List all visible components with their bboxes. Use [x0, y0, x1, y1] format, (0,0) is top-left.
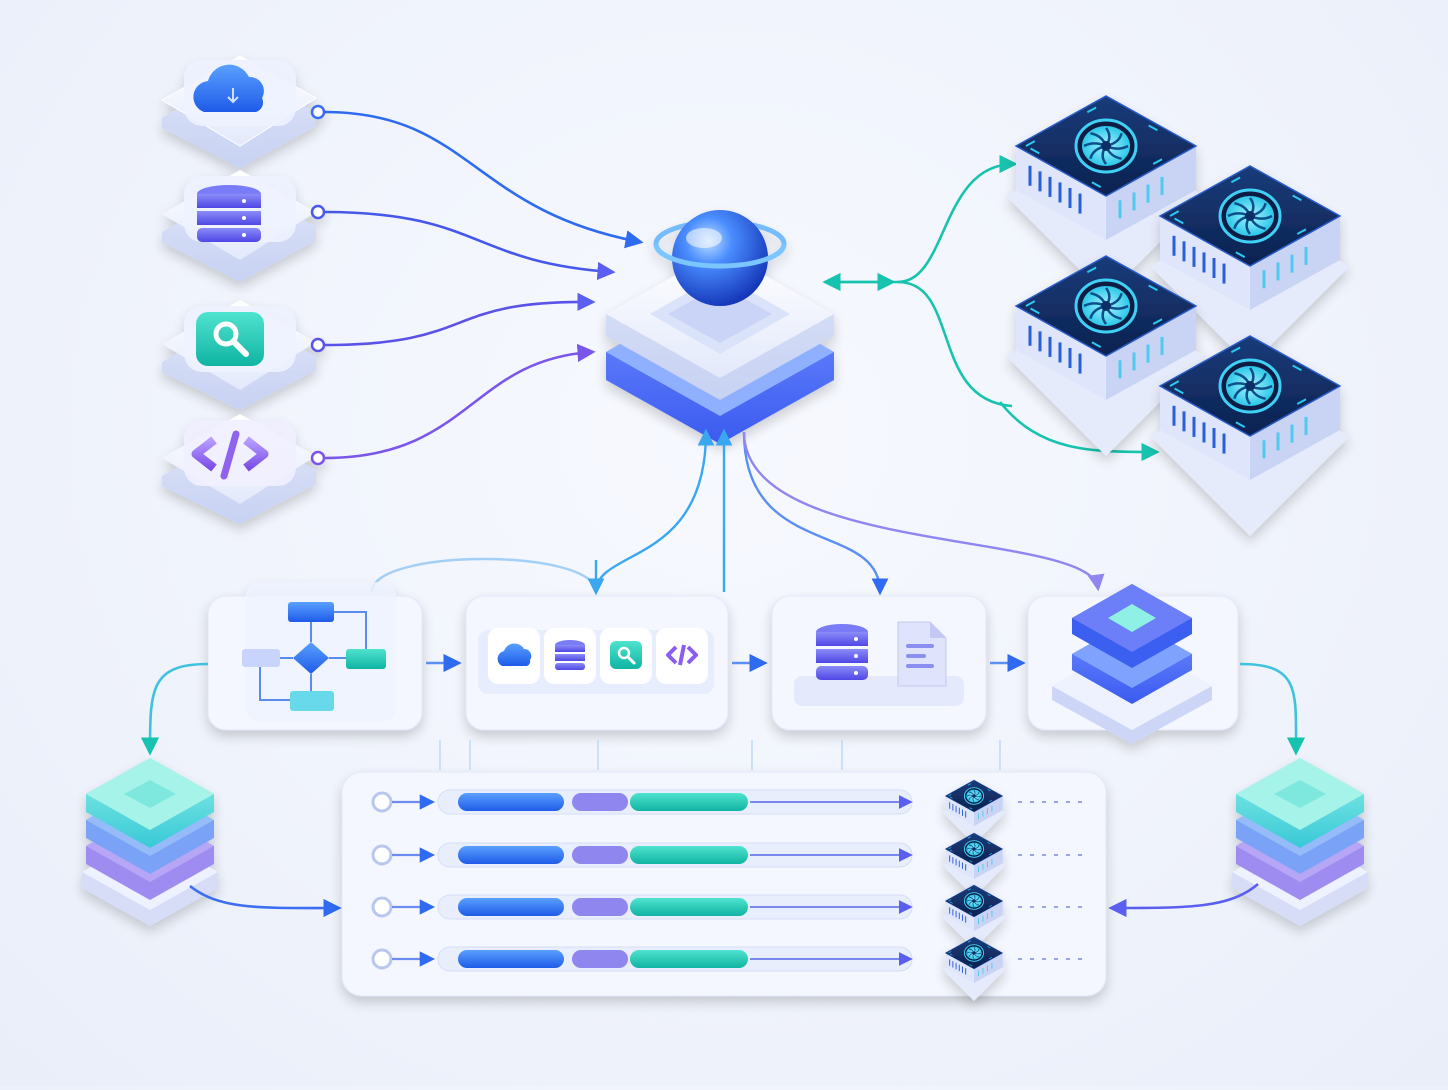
storage-panel[interactable] — [771, 595, 987, 731]
fan-icon — [963, 840, 985, 858]
tools-panel[interactable] — [465, 595, 729, 731]
source-connectors — [323, 110, 644, 460]
lane-port — [371, 844, 393, 866]
lane-segment-violet — [572, 950, 628, 968]
connector-port — [310, 104, 326, 120]
search-source-tile[interactable] — [162, 300, 326, 410]
stack-connectors — [140, 662, 1306, 918]
flowchart-panel[interactable] — [207, 582, 423, 731]
lane-port — [371, 896, 393, 918]
connector-port — [310, 204, 326, 220]
tool-chip-code[interactable] — [656, 628, 708, 684]
lane-row[interactable] — [371, 779, 1082, 844]
fan-icon — [963, 944, 985, 962]
stacked-layer-icon — [1052, 584, 1212, 744]
code-icon — [191, 430, 269, 480]
fan-icon — [1218, 358, 1282, 414]
connector-port — [310, 337, 326, 353]
database-icon — [555, 640, 585, 670]
lane-row[interactable] — [371, 936, 1082, 1001]
code-icon — [666, 644, 698, 666]
database-icon — [197, 185, 261, 242]
source-tiles — [160, 55, 326, 524]
lane-gpu-icon[interactable] — [942, 936, 1006, 1001]
search-icon — [196, 312, 264, 366]
tool-chip-database[interactable] — [544, 628, 596, 684]
gpu-server-1[interactable] — [1006, 95, 1206, 296]
gpu-server-2[interactable] — [1150, 165, 1350, 366]
cloud-icon — [193, 64, 264, 112]
gpu-cluster — [1006, 95, 1350, 536]
lane-port — [371, 791, 393, 813]
search-icon — [610, 641, 642, 669]
fan-icon — [1074, 278, 1138, 334]
lane-segment-teal — [630, 950, 748, 968]
fan-icon — [1074, 118, 1138, 174]
lane-segment-violet — [572, 846, 628, 864]
right-stack[interactable] — [1232, 758, 1368, 926]
lane-segment-blue — [458, 793, 564, 811]
cloud-source-tile[interactable] — [160, 55, 326, 168]
fan-icon — [963, 787, 985, 805]
lane-row[interactable] — [371, 832, 1082, 897]
lane-segment-violet — [572, 898, 628, 916]
pipeline-panels — [207, 582, 1239, 744]
gpu-server-4[interactable] — [1150, 335, 1350, 536]
lanes-panel — [341, 740, 1107, 1001]
cloud-icon — [497, 643, 532, 666]
hub-cluster-connectors — [822, 154, 1160, 462]
left-stack[interactable] — [82, 758, 218, 926]
lane-segment-teal — [630, 846, 748, 864]
tool-chip-search[interactable] — [600, 628, 652, 684]
lane-gpu-icon[interactable] — [942, 779, 1006, 844]
code-source-tile[interactable] — [162, 414, 326, 524]
lane-segment-blue — [458, 898, 564, 916]
lane-segment-blue — [458, 950, 564, 968]
drop-lines — [439, 740, 1001, 770]
lane-gpu-icon[interactable] — [942, 884, 1006, 949]
orchestrator-hub[interactable] — [606, 210, 834, 444]
database-icon — [816, 624, 868, 680]
tool-chip-cloud[interactable] — [488, 628, 540, 684]
gpu-server-3[interactable] — [1006, 255, 1206, 456]
pipeline-hub-connectors — [370, 428, 1105, 596]
model-panel[interactable] — [1027, 584, 1239, 744]
document-icon — [897, 621, 947, 687]
flowchart-icon — [242, 602, 386, 711]
lane-segment-teal — [630, 898, 748, 916]
orchestrator-sphere-icon — [653, 210, 787, 306]
lane-row[interactable] — [371, 884, 1082, 949]
lane-segment-teal — [630, 793, 748, 811]
lane-port — [371, 948, 393, 970]
database-source-tile[interactable] — [162, 170, 326, 282]
lane-segment-blue — [458, 846, 564, 864]
lane-segment-violet — [572, 793, 628, 811]
fan-icon — [963, 892, 985, 910]
fan-icon — [1218, 188, 1282, 244]
lane-gpu-icon[interactable] — [942, 832, 1006, 897]
connector-port — [310, 450, 326, 466]
